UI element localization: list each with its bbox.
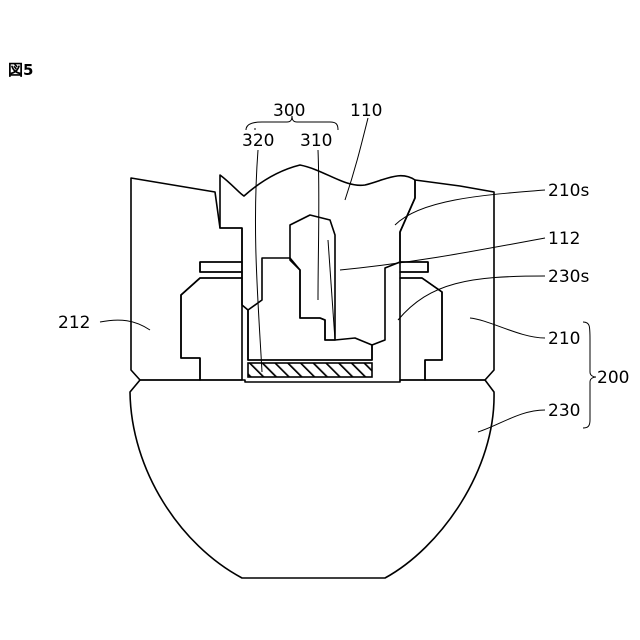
label-230s: 230s [548,267,589,287]
label-300: 300 [273,101,305,121]
label-210s: 210s [548,181,589,201]
pad-320 [248,363,372,377]
recess-230s-right [400,278,442,380]
base-part-230 [130,380,494,578]
upper-part-210-left [131,178,242,380]
elastic-member-310 [248,258,372,360]
groove-112-right [400,262,428,272]
label-110: 110 [350,101,382,121]
recess-230s-left [181,278,242,380]
label-210: 210 [548,329,580,349]
figure-title: 図5 [8,61,33,79]
label-230: 230 [548,401,580,421]
groove-112-left [200,262,242,272]
pin-310 [290,215,335,340]
label-212: 212 [58,313,90,333]
label-112: 112 [548,229,580,249]
label-310: 310 [300,131,332,151]
label-200: 200 [597,368,629,388]
leader-lines [100,116,596,432]
label-320: 320 [242,131,274,151]
insert-110 [220,165,415,360]
upper-part-210-right [400,180,494,380]
